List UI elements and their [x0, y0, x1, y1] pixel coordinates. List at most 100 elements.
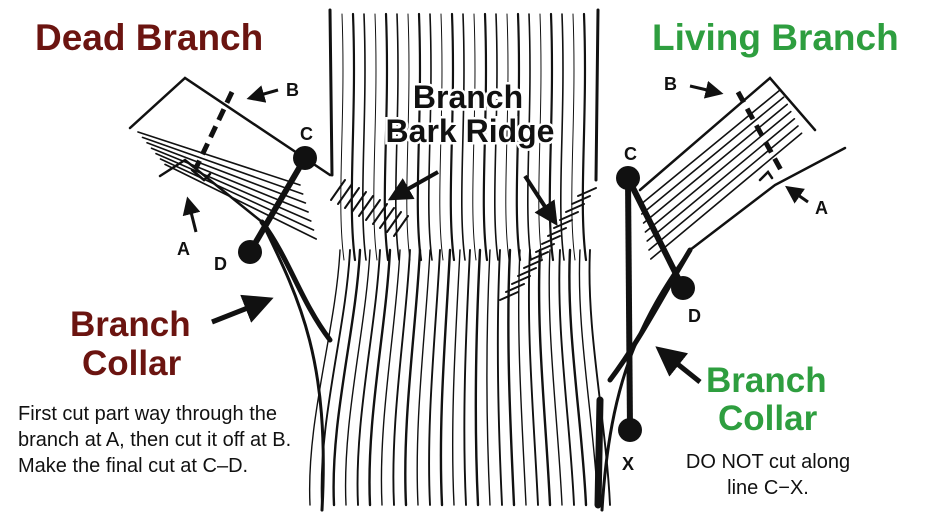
label-D-left: D: [214, 254, 227, 274]
bark-stroke: [416, 249, 431, 506]
bark-stroke: [505, 13, 510, 261]
bark-stroke: [559, 13, 565, 261]
bark-stroke: [392, 249, 411, 506]
point-C-right: [616, 166, 640, 190]
right-note-line1: DO NOT cut along: [686, 451, 850, 473]
branch-collar-left-line2: Collar: [82, 344, 182, 383]
bark-stroke: [650, 132, 803, 260]
bark-stroke: [365, 199, 381, 221]
bark-stroke: [308, 249, 341, 506]
bark-stroke: [581, 12, 588, 262]
bark-stroke: [577, 187, 597, 197]
bark-stroke: [337, 183, 353, 205]
bark-stroke: [406, 13, 411, 261]
arrow-B-right: [689, 80, 724, 99]
bark-stroke: [344, 249, 371, 506]
left-note-line2: branch at A, then cut it off at B.: [18, 429, 291, 451]
bark-stroke: [474, 248, 482, 507]
bark-stroke: [527, 249, 539, 506]
bark-stroke: [515, 12, 522, 262]
branch-collar-right-line2: Collar: [718, 399, 818, 438]
dead-branch-illustration: [128, 76, 332, 224]
label-A-left: A: [177, 239, 190, 259]
bark-stroke: [428, 249, 441, 506]
bark-stroke: [386, 211, 402, 233]
bark-stroke: [259, 219, 333, 343]
arrow-collar-left: [211, 294, 274, 325]
bark-stroke: [644, 110, 792, 233]
bark-stroke: [351, 191, 367, 213]
bark-stroke: [358, 195, 374, 217]
bark-stroke: [451, 249, 461, 506]
branch-collar-left-line1: Branch: [70, 305, 191, 344]
bark-stroke: [548, 249, 563, 506]
cut-line-C-X-right: [625, 177, 633, 431]
bark-stroke: [496, 249, 503, 506]
arrow-A-right: [785, 185, 809, 204]
bark-stroke: [499, 291, 519, 301]
label-C-right: C: [624, 144, 637, 164]
bark-stroke: [393, 215, 409, 237]
bark-stroke: [394, 13, 400, 261]
cut-line-C-D-left: [247, 156, 308, 254]
bark-stroke: [571, 13, 576, 261]
bark-stroke: [553, 219, 573, 229]
bark-stroke: [535, 243, 555, 253]
bark-stroke: [472, 13, 477, 261]
bark-stroke: [493, 13, 499, 261]
tree-trunk-illustration: [137, 12, 803, 509]
bark-stroke: [332, 248, 362, 507]
bark-stroke: [558, 249, 575, 506]
bark-stroke: [146, 142, 307, 204]
point-C-left: [293, 146, 317, 170]
label-D-right: D: [688, 306, 701, 326]
left-note-line1: First cut part way through the: [18, 403, 277, 425]
bark-stroke: [507, 248, 516, 507]
point-X-right: [618, 418, 642, 442]
bark-stroke: [404, 248, 422, 507]
bark-stroke: [361, 13, 367, 261]
bark-stroke: [642, 103, 788, 224]
point-D-right: [671, 276, 695, 300]
arrow-A-left: [182, 196, 201, 233]
bark-stroke: [547, 227, 567, 237]
bark-stroke: [505, 283, 525, 293]
bark-stroke: [356, 249, 381, 506]
bark-stroke: [368, 248, 392, 507]
bark-stroke: [648, 125, 799, 251]
living-branch-illustration: [638, 76, 847, 252]
bark-stroke: [449, 12, 456, 262]
bark-stroke: [344, 187, 360, 209]
bark-stroke: [541, 235, 561, 245]
bark-stroke: [486, 249, 491, 506]
arrow-B-left: [246, 85, 279, 103]
arrow-collar-right: [655, 346, 702, 384]
bark-stroke: [383, 12, 390, 262]
bark-stroke: [373, 13, 378, 261]
arrow-ridge-right: [523, 174, 558, 227]
bark-stroke: [511, 275, 531, 285]
bark-stroke: [538, 13, 543, 261]
label-C-left: C: [300, 124, 313, 144]
bark-stroke: [517, 249, 527, 506]
bark-stroke: [380, 249, 401, 506]
label-X-right: X: [622, 454, 634, 474]
bark-ridge-label-line2: Bark Ridge: [386, 113, 555, 149]
bark-stroke: [372, 203, 388, 225]
bark-stroke: [548, 12, 555, 262]
branch-collar-right-line1: Branch: [706, 361, 827, 400]
dead-branch-cut-lines: [193, 90, 317, 264]
bark-stroke: [537, 248, 552, 507]
bark-stroke: [427, 13, 433, 261]
bark-stroke: [379, 207, 395, 229]
bark-stroke: [526, 13, 532, 261]
bark-stroke: [439, 13, 444, 261]
bark-stroke: [639, 89, 781, 206]
label-A-right: A: [815, 198, 828, 218]
bark-ridge-label-line1: Branch: [413, 79, 523, 115]
label-B-right: B: [664, 74, 677, 94]
bark-stroke: [646, 118, 796, 242]
bark-stroke: [571, 195, 591, 205]
bark-stroke: [416, 12, 423, 262]
